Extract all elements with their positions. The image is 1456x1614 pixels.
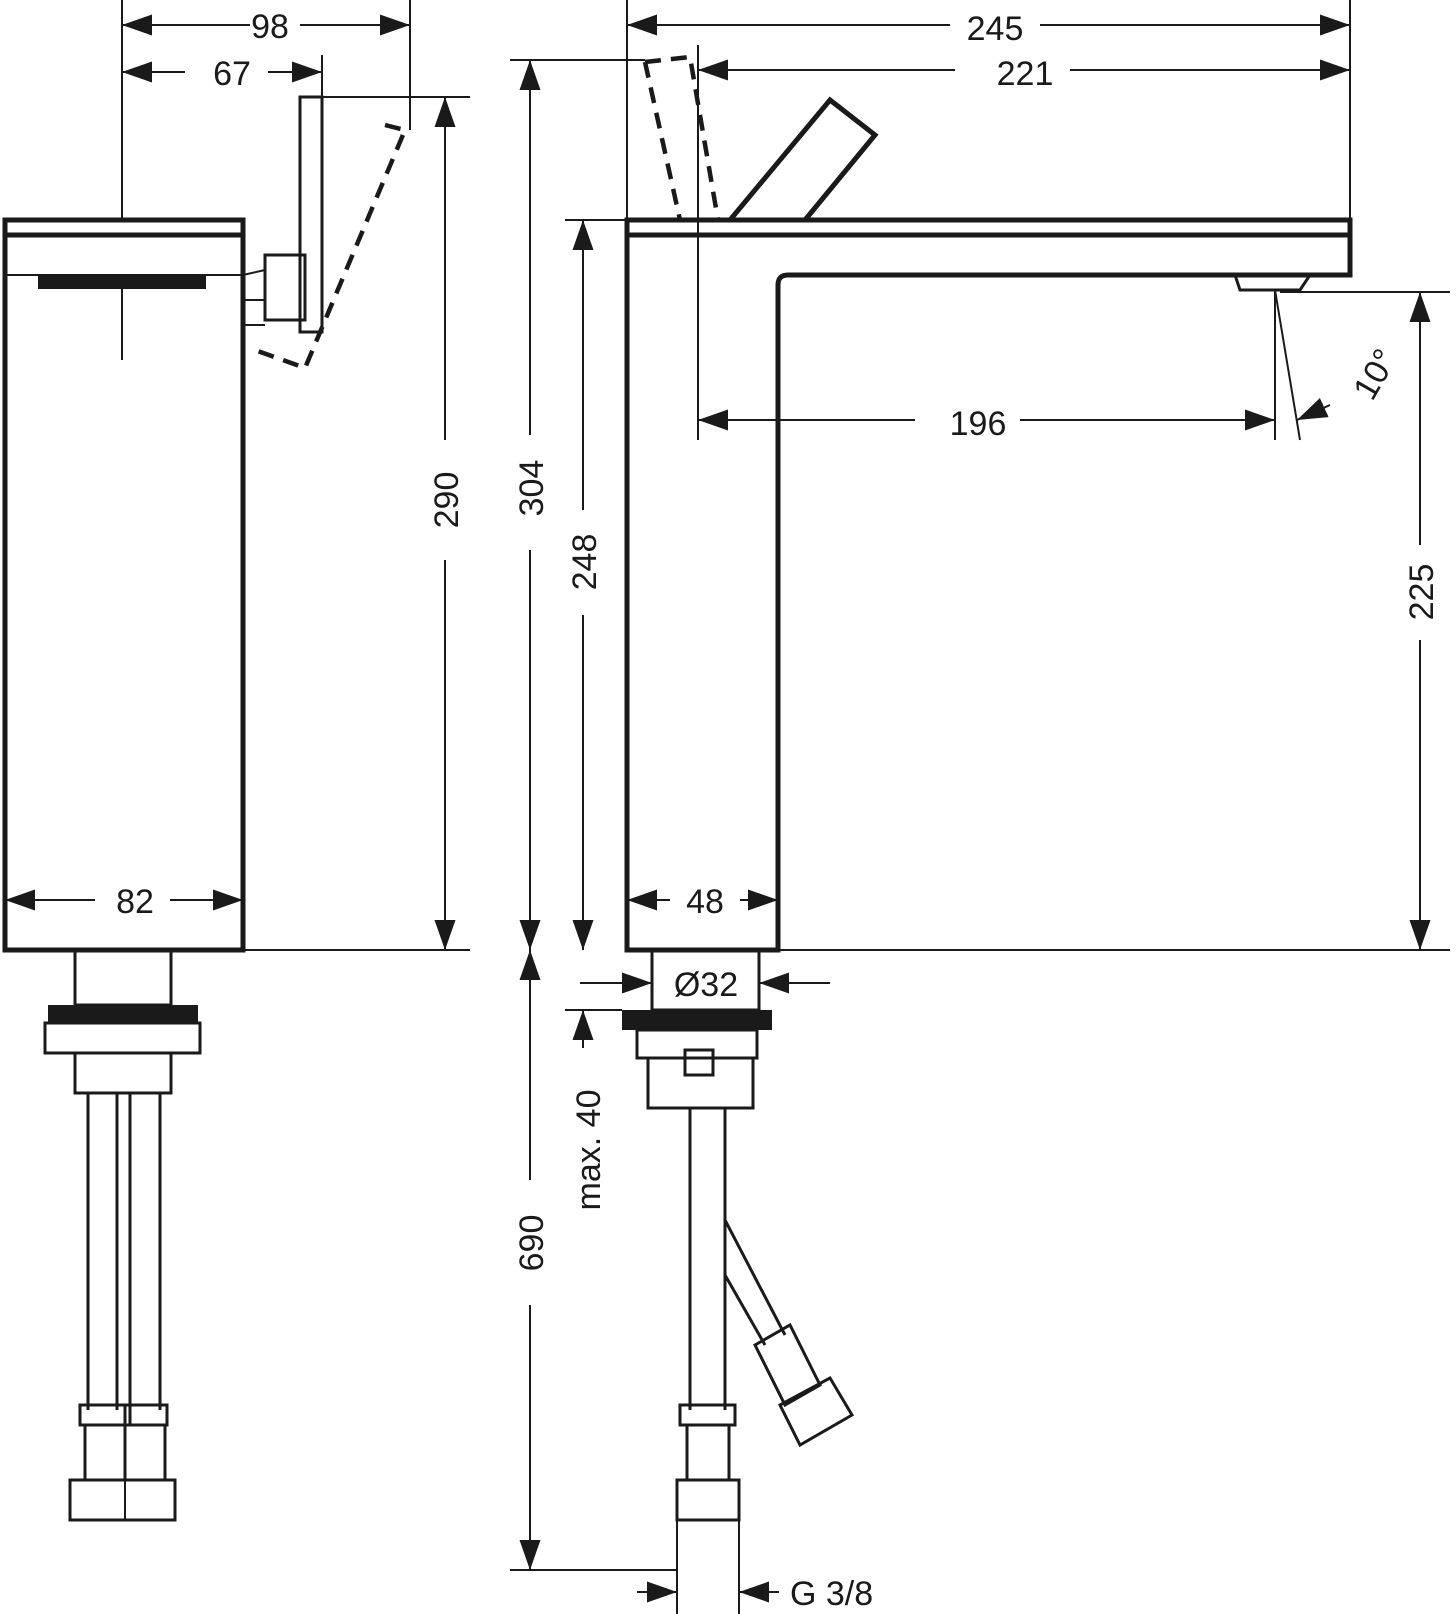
front-handle-swung <box>254 122 409 371</box>
side-fixing-pin <box>683 1048 715 1077</box>
side-hose-knurl <box>685 1423 731 1482</box>
dim-67-label: 67 <box>213 55 251 93</box>
front-hose-knurl-1 <box>83 1423 127 1482</box>
dim-10-label: 10° <box>1346 343 1405 407</box>
front-handle-base <box>263 253 307 322</box>
dim-48-label: 48 <box>686 883 724 921</box>
front-nut-top <box>48 1005 198 1023</box>
side-handle-dashed-left <box>642 61 683 221</box>
dim-225-label: 225 <box>1403 564 1441 621</box>
dim-40-label: max. 40 <box>570 1090 608 1211</box>
dim-690-label: 690 <box>513 1215 551 1272</box>
front-handle <box>298 95 324 334</box>
dim-248-label: 248 <box>566 534 604 591</box>
front-nut <box>43 1021 202 1055</box>
dim-10-arrow <box>1296 398 1331 421</box>
front-hex-nuts <box>68 1478 177 1522</box>
front-hose-knurl-2 <box>123 1423 167 1482</box>
side-hex-nut <box>675 1478 741 1522</box>
side-angled-hex <box>778 1375 855 1448</box>
front-fixing <box>73 1051 173 1095</box>
front-shank <box>73 948 173 1007</box>
side-view <box>622 54 1450 1522</box>
side-angled-hose-b <box>723 1274 767 1346</box>
side-angled-hose-a <box>723 1219 787 1336</box>
dim-221-label: 221 <box>997 55 1054 93</box>
dim-82-label: 82 <box>116 883 154 921</box>
angle-10-line <box>1274 289 1301 441</box>
side-hose-collar <box>678 1403 737 1427</box>
dim-304-label: 304 <box>513 460 551 517</box>
side-nut <box>635 1028 759 1060</box>
side-body <box>624 217 1353 953</box>
side-handle-dashed-right <box>644 54 721 221</box>
side-fixing <box>646 1056 755 1110</box>
side-nut-top <box>622 1010 772 1030</box>
dim-290-label: 290 <box>428 472 466 529</box>
dim-245-label: 245 <box>967 10 1024 48</box>
side-handle <box>728 96 879 222</box>
side-dimensions: 245 221 304 248 225 196 10° 48 <box>510 0 1450 1614</box>
front-body <box>2 217 246 953</box>
front-handle-link-top <box>242 269 266 276</box>
side-aerator <box>1232 273 1313 292</box>
front-view <box>2 95 470 1522</box>
front-dimensions: 98 67 290 82 <box>4 0 470 950</box>
dim-196-label: 196 <box>950 405 1007 443</box>
dim-98-label: 98 <box>251 8 289 46</box>
dim-32-label: Ø32 <box>674 966 738 1004</box>
side-angled-knurl <box>753 1322 822 1408</box>
dim-g38-label: G 3/8 <box>790 1575 873 1613</box>
